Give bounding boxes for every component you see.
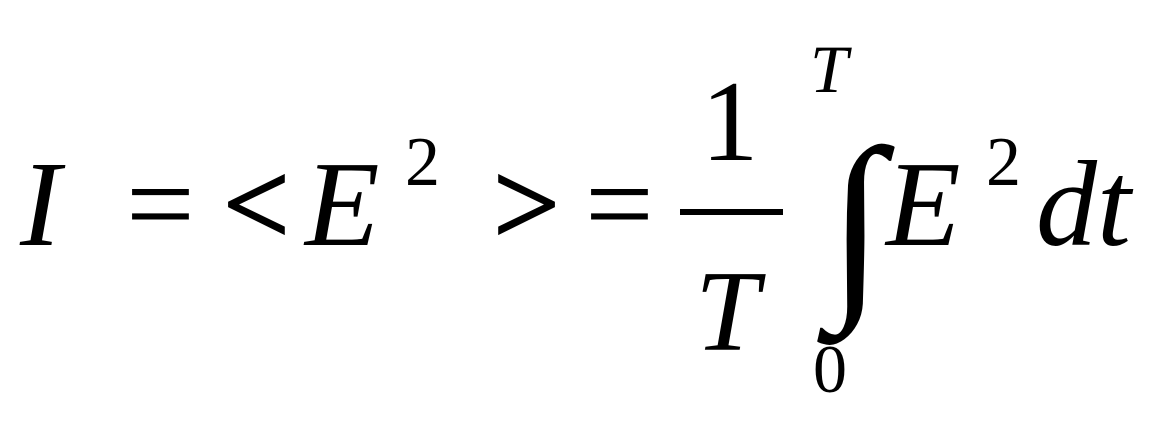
integral-sign: ∫ (817, 108, 895, 345)
fraction-bar (680, 209, 783, 215)
equals-sign-1: = (126, 137, 195, 272)
field-symbol-2: E (884, 137, 961, 272)
integral-upper-limit: T (810, 31, 852, 107)
integral-lower-limit: 0 (813, 331, 847, 407)
differential-dt: dt (1036, 137, 1134, 272)
exponent-1: 2 (405, 124, 440, 201)
fraction-denominator: T (695, 248, 766, 375)
left-angle-bracket: < (222, 137, 292, 272)
field-symbol-1: E (303, 137, 380, 272)
intensity-symbol: I (19, 137, 66, 272)
exponent-2: 2 (986, 124, 1021, 201)
right-angle-bracket: > (492, 137, 562, 272)
fraction-numerator: 1 (701, 58, 759, 185)
equals-sign-2: = (585, 137, 654, 272)
